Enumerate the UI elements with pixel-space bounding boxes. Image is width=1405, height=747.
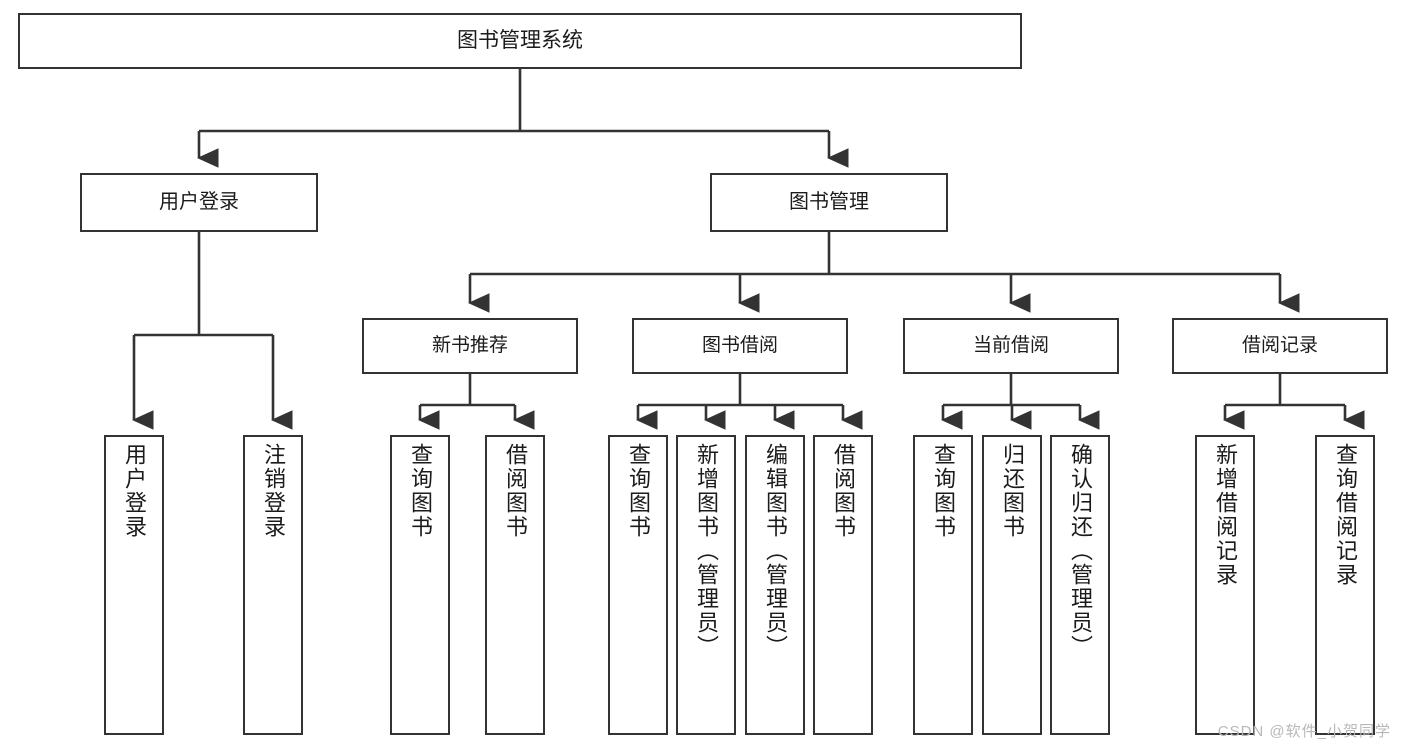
node-user-login[interactable]: 用户登录 [80, 173, 318, 232]
leaf-edit-book-label: 编辑图书（管理员） [763, 443, 788, 659]
leaf-user-login[interactable]: 用户登录 [104, 435, 164, 735]
leaf-confirm-return-label: 确认归还（管理员） [1068, 443, 1093, 659]
leaf-borrow-book-2[interactable]: 借阅图书 [813, 435, 873, 735]
leaf-return-book-label: 归还图书 [1000, 443, 1025, 539]
leaf-logout-login-label: 注销登录 [261, 443, 286, 539]
node-root-label: 图书管理系统 [457, 28, 583, 52]
leaf-query-borrow-record-label: 查询借阅记录 [1333, 443, 1358, 587]
leaf-add-borrow-record-label: 新增借阅记录 [1213, 443, 1238, 587]
node-borrow-record-label: 借阅记录 [1241, 334, 1318, 356]
node-current-borrow-label: 当前借阅 [972, 334, 1049, 356]
leaf-borrow-book-1[interactable]: 借阅图书 [485, 435, 545, 735]
leaf-query-book-3-label: 查询图书 [931, 443, 956, 539]
leaf-edit-book[interactable]: 编辑图书（管理员） [745, 435, 805, 735]
leaf-borrow-book-1-label: 借阅图书 [503, 443, 528, 539]
leaf-confirm-return[interactable]: 确认归还（管理员） [1050, 435, 1110, 735]
node-book-management[interactable]: 图书管理 [710, 173, 948, 232]
node-current-borrow[interactable]: 当前借阅 [903, 318, 1119, 374]
leaf-borrow-book-2-label: 借阅图书 [831, 443, 856, 539]
leaf-query-book-1[interactable]: 查询图书 [390, 435, 450, 735]
leaf-add-book[interactable]: 新增图书（管理员） [676, 435, 736, 735]
node-book-management-label: 图书管理 [789, 190, 869, 213]
leaf-user-login-label: 用户登录 [122, 443, 147, 539]
leaf-return-book[interactable]: 归还图书 [982, 435, 1042, 735]
node-new-book-recommend[interactable]: 新书推荐 [362, 318, 578, 374]
node-book-borrow[interactable]: 图书借阅 [632, 318, 848, 374]
leaf-query-book-2[interactable]: 查询图书 [608, 435, 668, 735]
leaf-add-borrow-record[interactable]: 新增借阅记录 [1195, 435, 1255, 735]
node-user-login-label: 用户登录 [159, 190, 239, 213]
csdn-watermark: CSDN @软件_小贺同学 [1217, 723, 1391, 740]
node-root-system[interactable]: 图书管理系统 [18, 13, 1022, 69]
node-borrow-record[interactable]: 借阅记录 [1172, 318, 1388, 374]
leaf-query-book-1-label: 查询图书 [408, 443, 433, 539]
leaf-query-book-2-label: 查询图书 [626, 443, 651, 539]
leaf-add-book-label: 新增图书（管理员） [694, 443, 719, 659]
node-book-borrow-label: 图书借阅 [701, 334, 778, 356]
leaf-query-borrow-record[interactable]: 查询借阅记录 [1315, 435, 1375, 735]
node-new-book-recommend-label: 新书推荐 [431, 334, 508, 356]
leaf-query-book-3[interactable]: 查询图书 [913, 435, 973, 735]
leaf-logout-login[interactable]: 注销登录 [243, 435, 303, 735]
